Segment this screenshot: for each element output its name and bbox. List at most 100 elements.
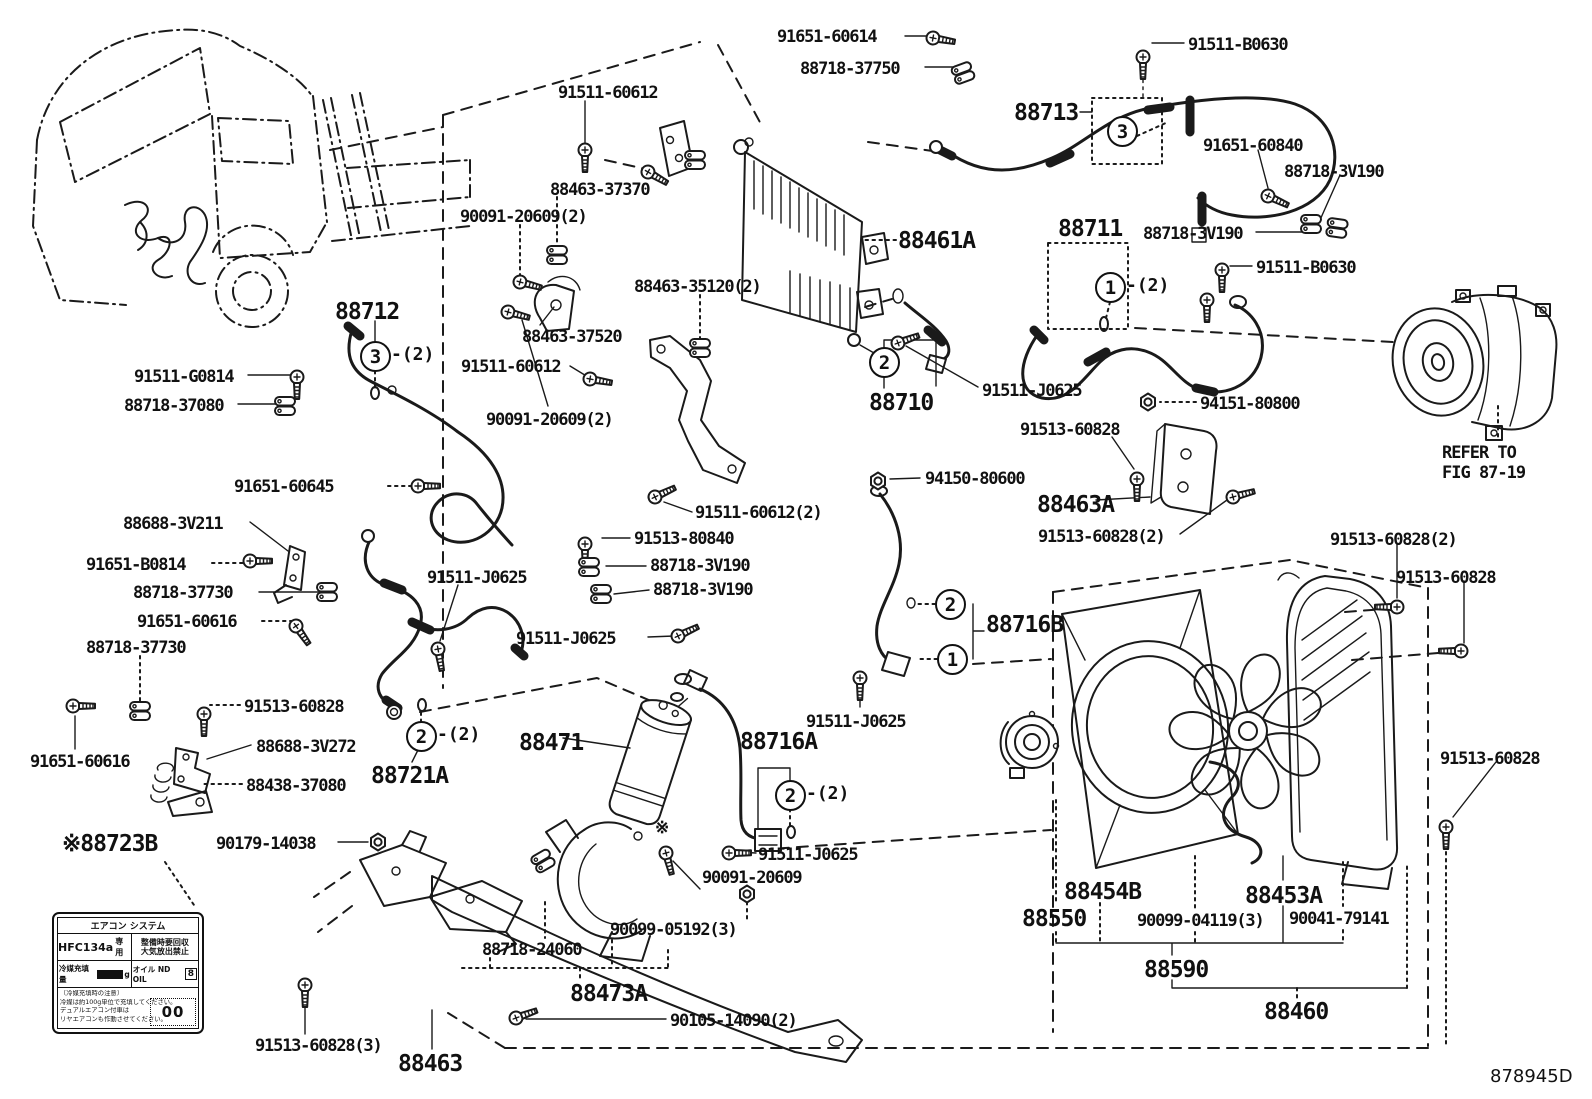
part-number-label: 88718-37730	[133, 583, 234, 603]
part-number-label: 88712	[335, 299, 400, 325]
part-number-label: 88460	[1264, 999, 1329, 1025]
part-number-label: 88718-3V190	[1143, 224, 1244, 244]
callout-number: 3	[1107, 116, 1138, 147]
part-number-label: 91651-60840	[1203, 136, 1304, 156]
part-number-label: 94150-80600	[925, 469, 1026, 489]
part-number-label: 91511-B0630	[1188, 35, 1289, 55]
hose-88713	[929, 65, 1337, 243]
sticker-notes: 〔冷媒充填時の注意〕 冷媒は約100g単位で充填してください。 デュアルエアコン…	[58, 988, 198, 1028]
part-number-label: 88463-37520	[522, 327, 623, 347]
part-number-label: 88688-3V272	[256, 737, 357, 757]
part-number-label: 88550	[1022, 906, 1087, 932]
part-number-label: ※88723B	[62, 831, 158, 857]
condenser-assembly-88460	[1208, 572, 1399, 890]
part-number-label: 91511-60612	[461, 357, 562, 377]
part-number-label: 91651-B0814	[86, 555, 187, 575]
part-number-label: 88463-35120(2)	[634, 277, 762, 297]
pipe-88712	[343, 321, 514, 547]
hose-88721A	[361, 529, 529, 720]
callout-suffix: -(2)	[391, 344, 435, 365]
bracket-88463A	[1150, 423, 1218, 515]
part-number-label: 91513-60828	[1396, 568, 1497, 588]
callout-number: 2	[775, 780, 806, 811]
part-number-label: 91513-60828(3)	[255, 1036, 383, 1056]
part-number-label: ※	[655, 818, 669, 838]
callout-circle-2: 2	[869, 347, 900, 378]
part-number-label: 91511-B0630	[1256, 258, 1357, 278]
part-number-label: 88438-37080	[246, 776, 347, 796]
part-number-label: 88473A	[570, 981, 648, 1007]
part-number-label: 90091-20609	[702, 868, 803, 888]
part-number-label: 91513-60828	[244, 697, 345, 717]
part-number-label: 94151-80800	[1200, 394, 1301, 414]
part-number-label: 91513-60828(2)	[1330, 530, 1458, 550]
refrigerant-label-sticker: エアコン システム HFC134a 専用 整備時要回収 大気放出禁止 冷媒充填量…	[52, 912, 204, 1034]
part-number-label: 91651-60616	[137, 612, 238, 632]
part-number-label: 88718-37730	[86, 638, 187, 658]
part-number-label: 88718-3V190	[1284, 162, 1385, 182]
pipe-88710	[892, 288, 951, 374]
part-number-label: 88718-37080	[124, 396, 225, 416]
refer-to-note: REFER TO FIG 87-19	[1442, 443, 1526, 484]
fan-88453A	[1168, 653, 1322, 810]
callout-circle-1: 1-(2)	[1095, 272, 1169, 303]
o-rings	[370, 316, 1109, 839]
callout-number: 2	[935, 589, 966, 620]
callout-number: 1	[937, 644, 968, 675]
sticker-stamp: 00	[150, 998, 196, 1026]
callout-circle-3: 3-(2)	[360, 341, 434, 372]
part-number-label: 91511-J0625	[758, 845, 859, 865]
fan-motor-88550	[999, 710, 1060, 779]
part-number-label: 88721A	[371, 763, 449, 789]
drawing-number: 878945D	[1490, 1066, 1573, 1087]
part-number-label: 88590	[1144, 957, 1209, 983]
callout-suffix: -(2)	[806, 783, 850, 804]
part-number-label: 88471	[519, 730, 584, 756]
part-number-label: 91513-60828(2)	[1038, 527, 1166, 547]
part-number-label: 88713	[1014, 100, 1079, 126]
part-number-label: 90179-14038	[216, 834, 317, 854]
part-number-label: 91651-60616	[30, 752, 131, 772]
callout-circle-3: 3	[1107, 116, 1138, 147]
callout-suffix: -(2)	[1126, 275, 1170, 296]
part-number-label: 91513-80840	[634, 529, 735, 549]
callout-number: 1	[1095, 272, 1126, 303]
part-number-label: 88718-37750	[800, 59, 901, 79]
part-number-label: 90099-04119(3)	[1137, 911, 1265, 931]
part-number-label: 90105-14090(2)	[670, 1011, 798, 1031]
part-number-label: 88453A	[1245, 883, 1323, 909]
part-number-label: 88454B	[1064, 879, 1142, 905]
part-number-label: 88688-3V211	[123, 514, 224, 534]
part-number-label: 90099-05192(3)	[610, 920, 738, 940]
part-number-label: 91511-J0625	[982, 381, 1083, 401]
part-number-label: 90041-79141	[1289, 909, 1390, 929]
part-number-label: 91511-J0625	[806, 712, 907, 732]
part-number-label: 88716A	[740, 729, 818, 755]
bracket-88473A	[545, 819, 651, 962]
part-number-label: 88461A	[898, 228, 976, 254]
receiver-drier-88471	[608, 697, 692, 826]
hose-88711	[1021, 295, 1264, 401]
part-number-label: 90091-20609(2)	[460, 207, 588, 227]
part-number-label: 91511-G0814	[134, 367, 235, 387]
bracket-88463	[359, 830, 863, 1063]
compressor-illustration	[1391, 285, 1558, 441]
ac-piping-highlight	[124, 200, 209, 286]
pipe-88716B	[870, 485, 916, 677]
sticker-title: エアコン システム	[58, 918, 198, 934]
part-number-label: 91513-60828	[1020, 420, 1121, 440]
callout-number: 2	[869, 347, 900, 378]
callout-circle-1: 1	[937, 644, 968, 675]
part-number-label: 91651-60614	[777, 27, 878, 47]
callout-suffix: -(2)	[437, 724, 481, 745]
pipe-88716A	[670, 669, 782, 852]
truck-cab-illustration	[32, 28, 471, 328]
part-number-label: 88463-37370	[550, 180, 651, 200]
callout-circle-2: 2-(2)	[775, 780, 849, 811]
part-number-label: 88710	[869, 390, 934, 416]
construction-lines	[313, 41, 1439, 1049]
callout-number: 3	[360, 341, 391, 372]
